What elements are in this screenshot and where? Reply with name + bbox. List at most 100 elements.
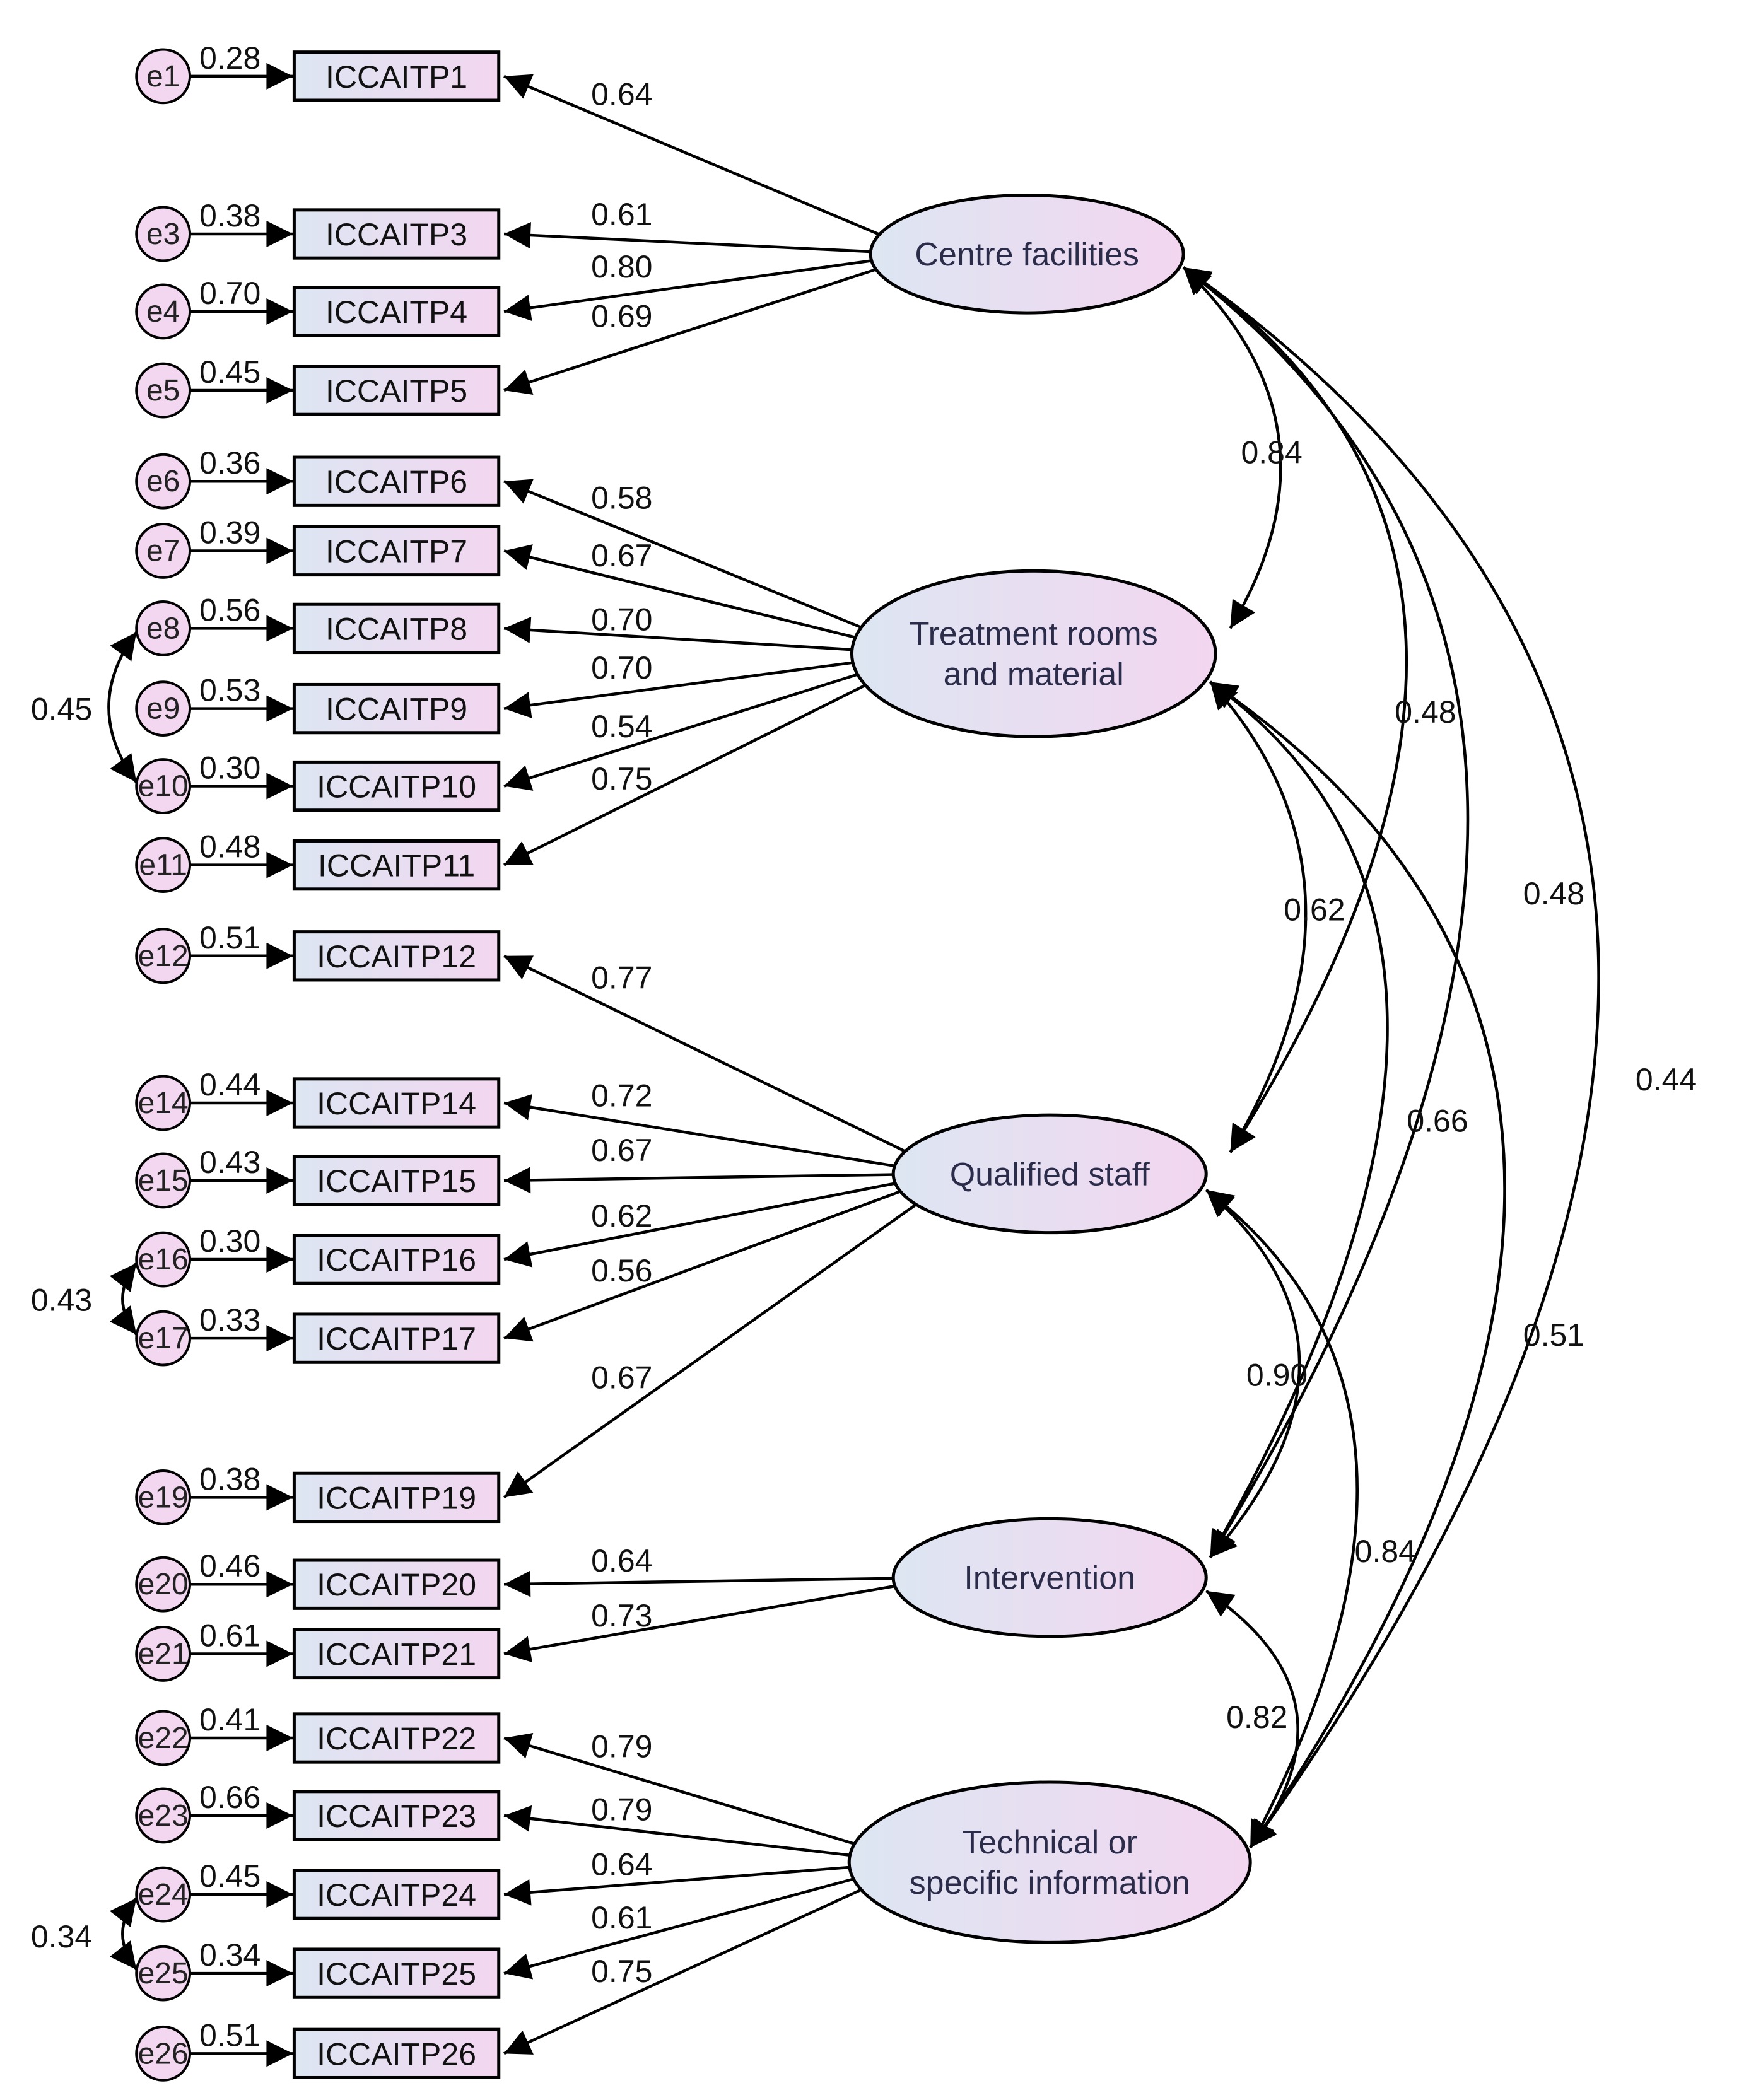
loading-path <box>503 1805 854 1857</box>
r-squared-label: 0.36 <box>199 445 261 481</box>
loading-path <box>503 74 882 237</box>
latent-correlation-path <box>1205 1589 1299 1849</box>
latent-label: specific information <box>910 1865 1190 1901</box>
loading-path <box>503 1865 854 1906</box>
error-term <box>135 600 192 656</box>
loading-label: 0.62 <box>591 1198 652 1234</box>
error-label: e7 <box>146 534 180 568</box>
error-term <box>135 1231 192 1288</box>
error-covariance-label: 0.45 <box>31 692 92 727</box>
indicator-label: ICCAITP11 <box>318 848 475 884</box>
error-term <box>135 1152 192 1209</box>
indicator-label: ICCAITP17 <box>317 1321 476 1356</box>
latent-label: Qualified staff <box>950 1156 1151 1193</box>
loading-path <box>503 660 857 718</box>
indicator-label: ICCAITP15 <box>317 1164 476 1199</box>
error-term <box>135 758 192 814</box>
r-squared-label: 0.45 <box>199 354 261 390</box>
correlation-label: 0.62 <box>1284 892 1345 928</box>
loading-path <box>503 1876 858 1980</box>
error-label: e9 <box>146 692 180 726</box>
error-term <box>135 2025 192 2082</box>
loading-path <box>503 954 908 1154</box>
error-label: e22 <box>138 1722 189 1755</box>
latent-factor <box>847 1780 1252 1944</box>
indicator-box <box>292 1312 501 1364</box>
indicator-label: ICCAITP16 <box>317 1242 476 1278</box>
loading-path <box>503 672 862 791</box>
r-squared-label: 0.61 <box>199 1618 261 1653</box>
r-squared-label: 0.45 <box>199 1858 261 1894</box>
loading-label: 0.54 <box>591 709 652 744</box>
indicator-box <box>292 1628 501 1680</box>
error-label: e26 <box>138 2037 189 2070</box>
loading-path <box>503 1570 897 1597</box>
error-term <box>135 1626 192 1682</box>
r-squared-label: 0.70 <box>199 276 261 311</box>
error-term <box>135 928 192 984</box>
indicator-label: ICCAITP22 <box>317 1721 476 1756</box>
error-label: e10 <box>138 770 189 803</box>
error-term <box>135 1945 192 2002</box>
error-term <box>135 362 192 419</box>
loading-label: 0.75 <box>591 761 652 796</box>
indicator-box <box>292 839 501 891</box>
error-term <box>135 523 192 579</box>
error-term <box>135 48 192 105</box>
error-covariance-label: 0.34 <box>31 1919 92 1954</box>
indicator-box <box>292 365 501 416</box>
loading-label: 0.77 <box>591 960 652 996</box>
error-term <box>135 837 192 894</box>
latent-label: Treatment rooms <box>910 616 1158 653</box>
error-term <box>135 1469 192 1525</box>
indicator-box <box>292 208 501 260</box>
correlation-label: 0.84 <box>1241 435 1302 470</box>
r-squared-label: 0.41 <box>199 1702 261 1737</box>
error-term <box>135 1310 192 1367</box>
correlation-label: 0.84 <box>1355 1534 1416 1569</box>
indicator-box <box>292 455 501 507</box>
error-term <box>135 1556 192 1613</box>
latent-label: and material <box>944 656 1124 693</box>
latent-label: Intervention <box>964 1560 1135 1597</box>
indicator-label: ICCAITP24 <box>317 1877 476 1913</box>
loading-label: 0.61 <box>591 197 652 232</box>
error-label: e1 <box>146 60 180 93</box>
error-label: e25 <box>138 1957 189 1990</box>
loading-path <box>503 259 875 322</box>
loading-path <box>503 1202 919 1499</box>
indicator-label: ICCAITP5 <box>325 373 467 409</box>
error-label: e23 <box>138 1799 189 1833</box>
indicator-label: ICCAITP26 <box>317 2036 476 2072</box>
error-label: e14 <box>138 1087 189 1120</box>
error-covariance-path <box>109 1262 138 1336</box>
error-term <box>135 1787 192 1844</box>
error-label: e8 <box>146 612 180 645</box>
r-squared-label: 0.34 <box>199 1937 261 1973</box>
r-squared-label: 0.53 <box>199 673 261 708</box>
error-label: e3 <box>146 218 180 251</box>
error-term <box>135 283 192 340</box>
loading-label: 0.58 <box>591 481 652 516</box>
loading-path <box>503 1189 904 1342</box>
loading-label: 0.79 <box>591 1729 652 1765</box>
error-label: e20 <box>138 1568 189 1601</box>
r-squared-label: 0.33 <box>199 1302 261 1338</box>
error-label: e12 <box>138 940 189 973</box>
loading-label: 0.61 <box>591 1900 652 1935</box>
loading-path <box>503 1887 865 2055</box>
indicator-box <box>292 2027 501 2079</box>
indicator-box <box>292 1790 501 1841</box>
error-term <box>135 453 192 510</box>
node-layer: ICCAITP1e1ICCAITP3e3ICCAITP4e4ICCAITP5e5… <box>135 48 1252 2082</box>
error-term <box>135 1075 192 1131</box>
loading-path <box>503 1181 899 1268</box>
latent-correlation-path <box>1182 266 1408 1153</box>
indicator-box <box>292 760 501 812</box>
r-squared-label: 0.56 <box>199 592 261 627</box>
r-squared-label: 0.38 <box>199 1461 261 1496</box>
r-squared-label: 0.43 <box>199 1145 261 1180</box>
error-term <box>135 1710 192 1766</box>
loading-path <box>503 1094 898 1168</box>
